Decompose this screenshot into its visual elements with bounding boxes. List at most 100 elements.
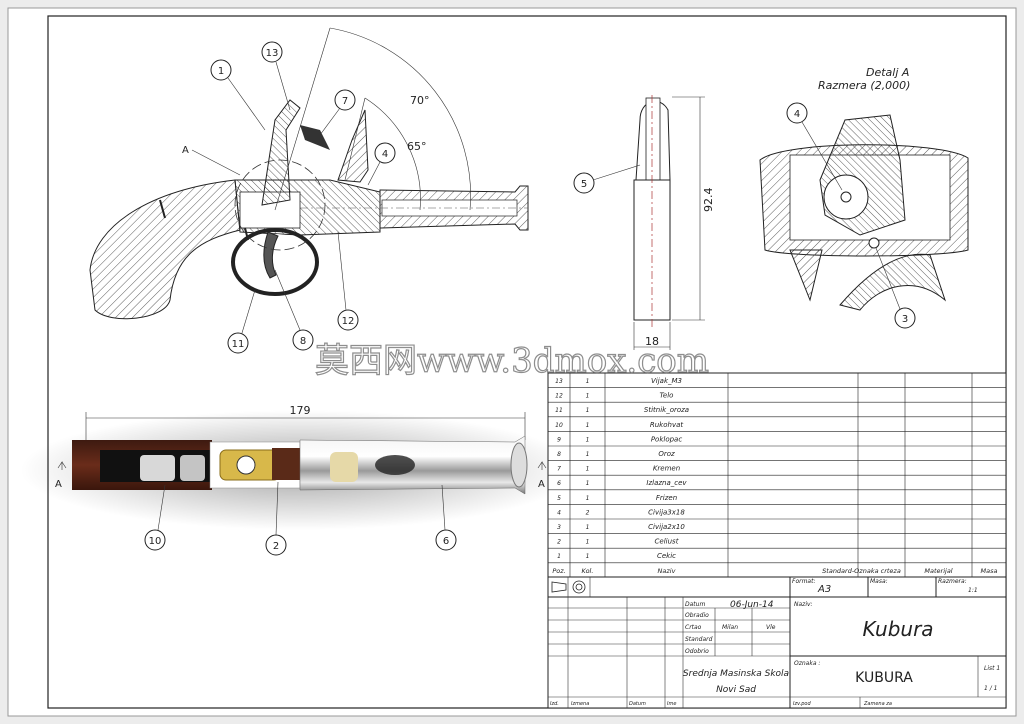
balloon: 11 bbox=[227, 289, 256, 354]
balloon: 4 bbox=[786, 102, 843, 191]
bom-position: 9 bbox=[557, 436, 561, 443]
watermark: 莫西网www.3dmox.com bbox=[315, 341, 709, 381]
detail-scale: Razmera (2,000) bbox=[818, 79, 910, 92]
bom-name: Oroz bbox=[658, 450, 675, 458]
bom-name: Vijak_M3 bbox=[651, 377, 682, 385]
bom-quantity: 1 bbox=[586, 553, 590, 560]
svg-text:7: 7 bbox=[342, 96, 348, 107]
svg-text:3: 3 bbox=[902, 314, 908, 325]
bom-header: Standard-Oznaka crteza bbox=[822, 567, 901, 575]
svg-text:12: 12 bbox=[342, 316, 355, 327]
drawing-name: Kubura bbox=[862, 617, 933, 641]
bom-name: Telo bbox=[660, 392, 674, 400]
bom-header: Masa bbox=[981, 567, 998, 575]
hammer bbox=[261, 99, 301, 206]
balloon: 10 bbox=[144, 484, 166, 551]
drawing-code: KUBURA bbox=[855, 670, 913, 686]
bom-quantity: 1 bbox=[586, 495, 590, 502]
section-marker-right: A bbox=[538, 479, 545, 490]
svg-text:Vle: Vle bbox=[766, 624, 776, 631]
bom-name: Celiust bbox=[655, 538, 679, 546]
angle-65: 65° bbox=[407, 140, 427, 153]
svg-text:1: 1 bbox=[218, 66, 224, 77]
balloon: 2 bbox=[265, 481, 287, 556]
bom-name: Civija3x18 bbox=[648, 508, 685, 516]
balloon: 7 bbox=[319, 89, 356, 136]
city-name: Novi Sad bbox=[716, 685, 756, 695]
bom-position: 5 bbox=[557, 495, 561, 502]
bom-position: 10 bbox=[555, 422, 563, 429]
svg-text:List 1: List 1 bbox=[984, 665, 1000, 672]
svg-text:Oznaka :: Oznaka : bbox=[794, 660, 820, 667]
svg-text:13: 13 bbox=[266, 48, 279, 59]
svg-text:Zamena za: Zamena za bbox=[863, 701, 892, 707]
bom-header: Naziv bbox=[658, 567, 676, 575]
bom-quantity: 1 bbox=[586, 378, 590, 385]
angle-70: 70° bbox=[410, 94, 430, 107]
bom-name: Frizen bbox=[656, 494, 677, 502]
balloon: 3 bbox=[875, 247, 916, 329]
svg-text:8: 8 bbox=[300, 336, 306, 347]
bom-name: Civija2x10 bbox=[648, 523, 685, 531]
trigger-guard bbox=[231, 228, 319, 296]
bom-position: 6 bbox=[557, 480, 561, 487]
format-value: A3 bbox=[817, 584, 831, 595]
balloon: 4 bbox=[367, 142, 396, 186]
bom-quantity: 1 bbox=[586, 451, 590, 458]
balloon: 13 bbox=[261, 41, 291, 111]
svg-text:Datum: Datum bbox=[685, 601, 705, 608]
balloon: 1 bbox=[210, 59, 266, 131]
side-view: 92.4 18 5 bbox=[573, 95, 715, 350]
svg-text:1:1: 1:1 bbox=[968, 587, 978, 594]
drawing-frame bbox=[47, 15, 1007, 709]
svg-text:6: 6 bbox=[443, 536, 449, 547]
detail-reference-label: A bbox=[182, 145, 189, 156]
bom-header: Poz. bbox=[552, 567, 565, 575]
svg-text:Masa:: Masa: bbox=[870, 578, 888, 585]
svg-text:Naziv:: Naziv: bbox=[794, 601, 813, 608]
svg-text:Datum: Datum bbox=[629, 701, 646, 707]
balloons-top: 1 13 7 4 11 8 12 bbox=[210, 41, 396, 354]
svg-text:1 / 1: 1 / 1 bbox=[984, 685, 997, 692]
bom-name: Stitnik_oroza bbox=[644, 406, 689, 414]
svg-text:Obradio: Obradio bbox=[685, 612, 709, 619]
bom-header: Kol. bbox=[582, 567, 594, 575]
bom-name: Izlazna_cev bbox=[646, 479, 687, 487]
svg-text:Crtao: Crtao bbox=[685, 624, 702, 631]
svg-text:Izmena: Izmena bbox=[571, 701, 589, 707]
svg-text:Milan: Milan bbox=[722, 624, 738, 631]
bom-row: 13 1 Vijak_M3 bbox=[555, 377, 682, 385]
bom-quantity: 1 bbox=[586, 539, 590, 546]
bom-position: 12 bbox=[555, 393, 563, 400]
svg-text:10: 10 bbox=[149, 536, 162, 547]
bom-position: 8 bbox=[557, 451, 561, 458]
dimension-length: 179 bbox=[290, 404, 311, 417]
svg-text:Standard: Standard bbox=[685, 636, 713, 643]
balloon: 12 bbox=[337, 231, 359, 331]
section-marker-left: A bbox=[55, 479, 62, 490]
balloon: 5 bbox=[573, 164, 641, 194]
bom-position: 1 bbox=[557, 553, 561, 560]
bom-name: Cekic bbox=[657, 552, 676, 560]
rendered-view: 179 A A 10 2 6 bbox=[20, 404, 580, 556]
bom-row: 8 1 Oroz bbox=[557, 450, 675, 458]
svg-text:Izd.: Izd. bbox=[550, 701, 559, 707]
grip-section bbox=[89, 179, 241, 320]
bom-quantity: 2 bbox=[586, 509, 590, 516]
bom-position: 11 bbox=[555, 407, 563, 414]
bom-position: 13 bbox=[555, 378, 563, 385]
bom-name: Rukohvat bbox=[650, 421, 684, 429]
balloon: 6 bbox=[435, 484, 457, 551]
bom-quantity: 1 bbox=[586, 524, 590, 531]
school-name: Srednja Masinska Skola bbox=[683, 669, 789, 679]
